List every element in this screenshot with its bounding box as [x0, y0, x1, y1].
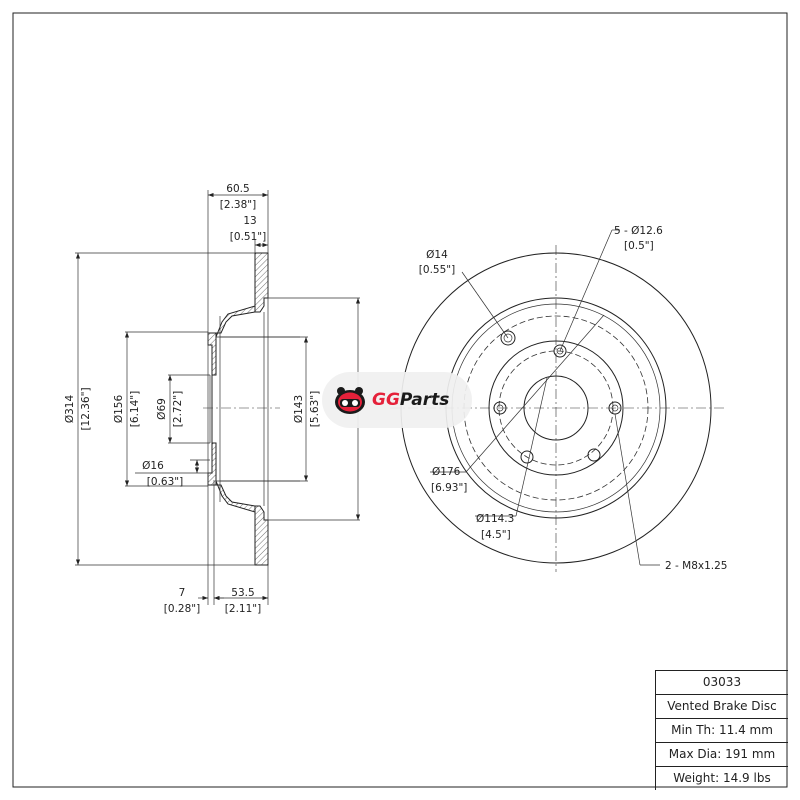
- disc-thickness-mm: 13: [243, 215, 256, 227]
- hat-outer-in: [6.93"]: [431, 482, 467, 494]
- bolt-holes: [493, 344, 622, 464]
- logo-parts: Parts: [399, 390, 450, 410]
- spec-table: 03033 Vented Brake Disc Min Th: 11.4 mm …: [655, 670, 788, 790]
- small-hole-mm: Ø16: [142, 460, 164, 472]
- hat-thickness-mm: 7: [179, 587, 186, 599]
- hat-outer-mm: Ø176: [432, 466, 461, 478]
- bolt-holes-in: [0.5"]: [624, 240, 654, 252]
- overall-width-in: [2.38"]: [220, 199, 256, 211]
- small-hole-in: [0.63"]: [147, 476, 183, 488]
- hat-diameter-in: [6.14"]: [129, 391, 141, 427]
- outer-diameter-mm: Ø314: [64, 395, 76, 424]
- threads-label: 2 - M8x1.25: [665, 560, 727, 572]
- bolt-holes-mm: 5 - Ø12.6: [614, 225, 663, 237]
- bolt-circle-in: [4.5"]: [481, 529, 511, 541]
- drawing-frame: [12, 12, 788, 788]
- center-bore-mm: Ø69: [156, 398, 168, 420]
- part-number: 03033: [656, 670, 788, 694]
- overall-width-mm: 60.5: [226, 183, 249, 195]
- part-type: Vented Brake Disc: [656, 694, 788, 718]
- outer-diameter-in: [12.36"]: [80, 387, 92, 430]
- disc-thickness-in: [0.51"]: [230, 231, 266, 243]
- hat-height-mm: 53.5: [231, 587, 254, 599]
- bolt-circle-mm: Ø114.3: [476, 513, 514, 525]
- hat-thickness-in: [0.28"]: [164, 603, 200, 615]
- pilot-hole-mm: Ø14: [426, 249, 448, 261]
- ggparts-logo: GGParts: [322, 372, 472, 428]
- section-view: [75, 190, 361, 605]
- inner-diameter-in: [5.63"]: [309, 391, 321, 427]
- mascot-icon: [335, 387, 365, 414]
- logo-gg: GG: [372, 390, 400, 410]
- min-thickness: Min Th: 11.4 mm: [656, 718, 788, 742]
- pilot-hole-in: [0.55"]: [419, 264, 455, 276]
- hat-height-in: [2.11"]: [225, 603, 261, 615]
- hat-diameter-mm: Ø156: [113, 395, 125, 424]
- inner-diameter-mm: Ø143: [293, 395, 305, 423]
- center-bore-in: [2.72"]: [172, 391, 184, 427]
- front-view: [390, 229, 725, 572]
- weight: Weight: 14.9 lbs: [656, 766, 788, 790]
- max-diameter: Max Dia: 191 mm: [656, 742, 788, 766]
